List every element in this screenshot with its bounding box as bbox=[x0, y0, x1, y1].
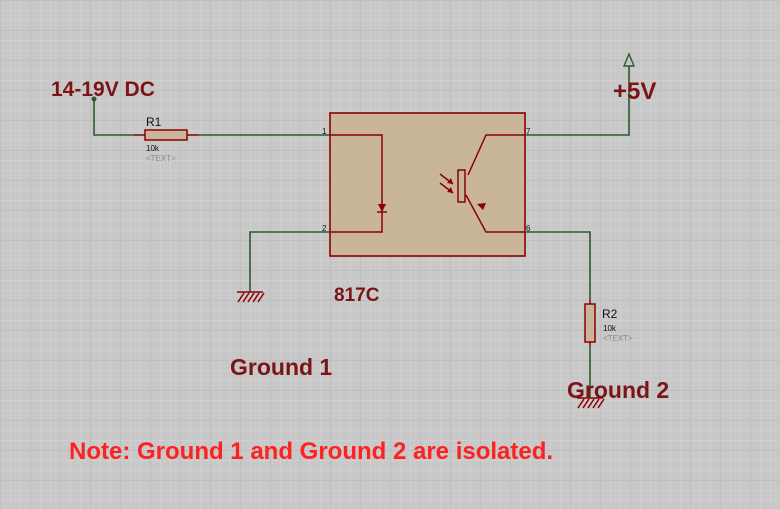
ground1-label: Ground 1 bbox=[230, 354, 332, 380]
pin-7: 7 bbox=[526, 127, 531, 136]
power-arrow-icon bbox=[622, 52, 636, 67]
pin-6: 6 bbox=[526, 224, 531, 233]
ground2-net[interactable] bbox=[525, 231, 605, 409]
phototransistor-base bbox=[457, 169, 466, 203]
ground2-label: Ground 2 bbox=[567, 377, 669, 403]
isolation-note: Note: Ground 1 and Ground 2 are isolated… bbox=[69, 438, 553, 465]
supply-input-net[interactable] bbox=[91, 96, 331, 136]
ground1-net[interactable] bbox=[237, 231, 330, 303]
r2-ref: R2 bbox=[602, 307, 618, 321]
r1-text-placeholder: <TEXT> bbox=[146, 154, 176, 163]
supply-label: 14-19V DC bbox=[51, 78, 155, 101]
emitter-arrow-icon bbox=[477, 203, 486, 210]
chip-label: 817C bbox=[334, 285, 380, 306]
optocoupler-817c[interactable]: 1 2 7 6 bbox=[322, 112, 531, 257]
r1-value: 10k bbox=[146, 144, 160, 153]
led-diode-icon bbox=[378, 204, 386, 212]
light-arrow-icon bbox=[447, 178, 453, 184]
pin-2: 2 bbox=[322, 224, 327, 233]
r2-text-placeholder: <TEXT> bbox=[603, 334, 633, 343]
light-arrow-icon bbox=[447, 187, 453, 193]
vcc-net[interactable] bbox=[525, 52, 636, 136]
pin-1: 1 bbox=[322, 127, 327, 136]
resistor-r1[interactable]: R1 10k <TEXT> bbox=[134, 115, 199, 163]
r2-value: 10k bbox=[603, 324, 617, 333]
resistor-r2[interactable]: R2 10k <TEXT> bbox=[584, 300, 633, 346]
vcc-label: +5V bbox=[613, 78, 656, 105]
r1-ref: R1 bbox=[146, 115, 162, 129]
